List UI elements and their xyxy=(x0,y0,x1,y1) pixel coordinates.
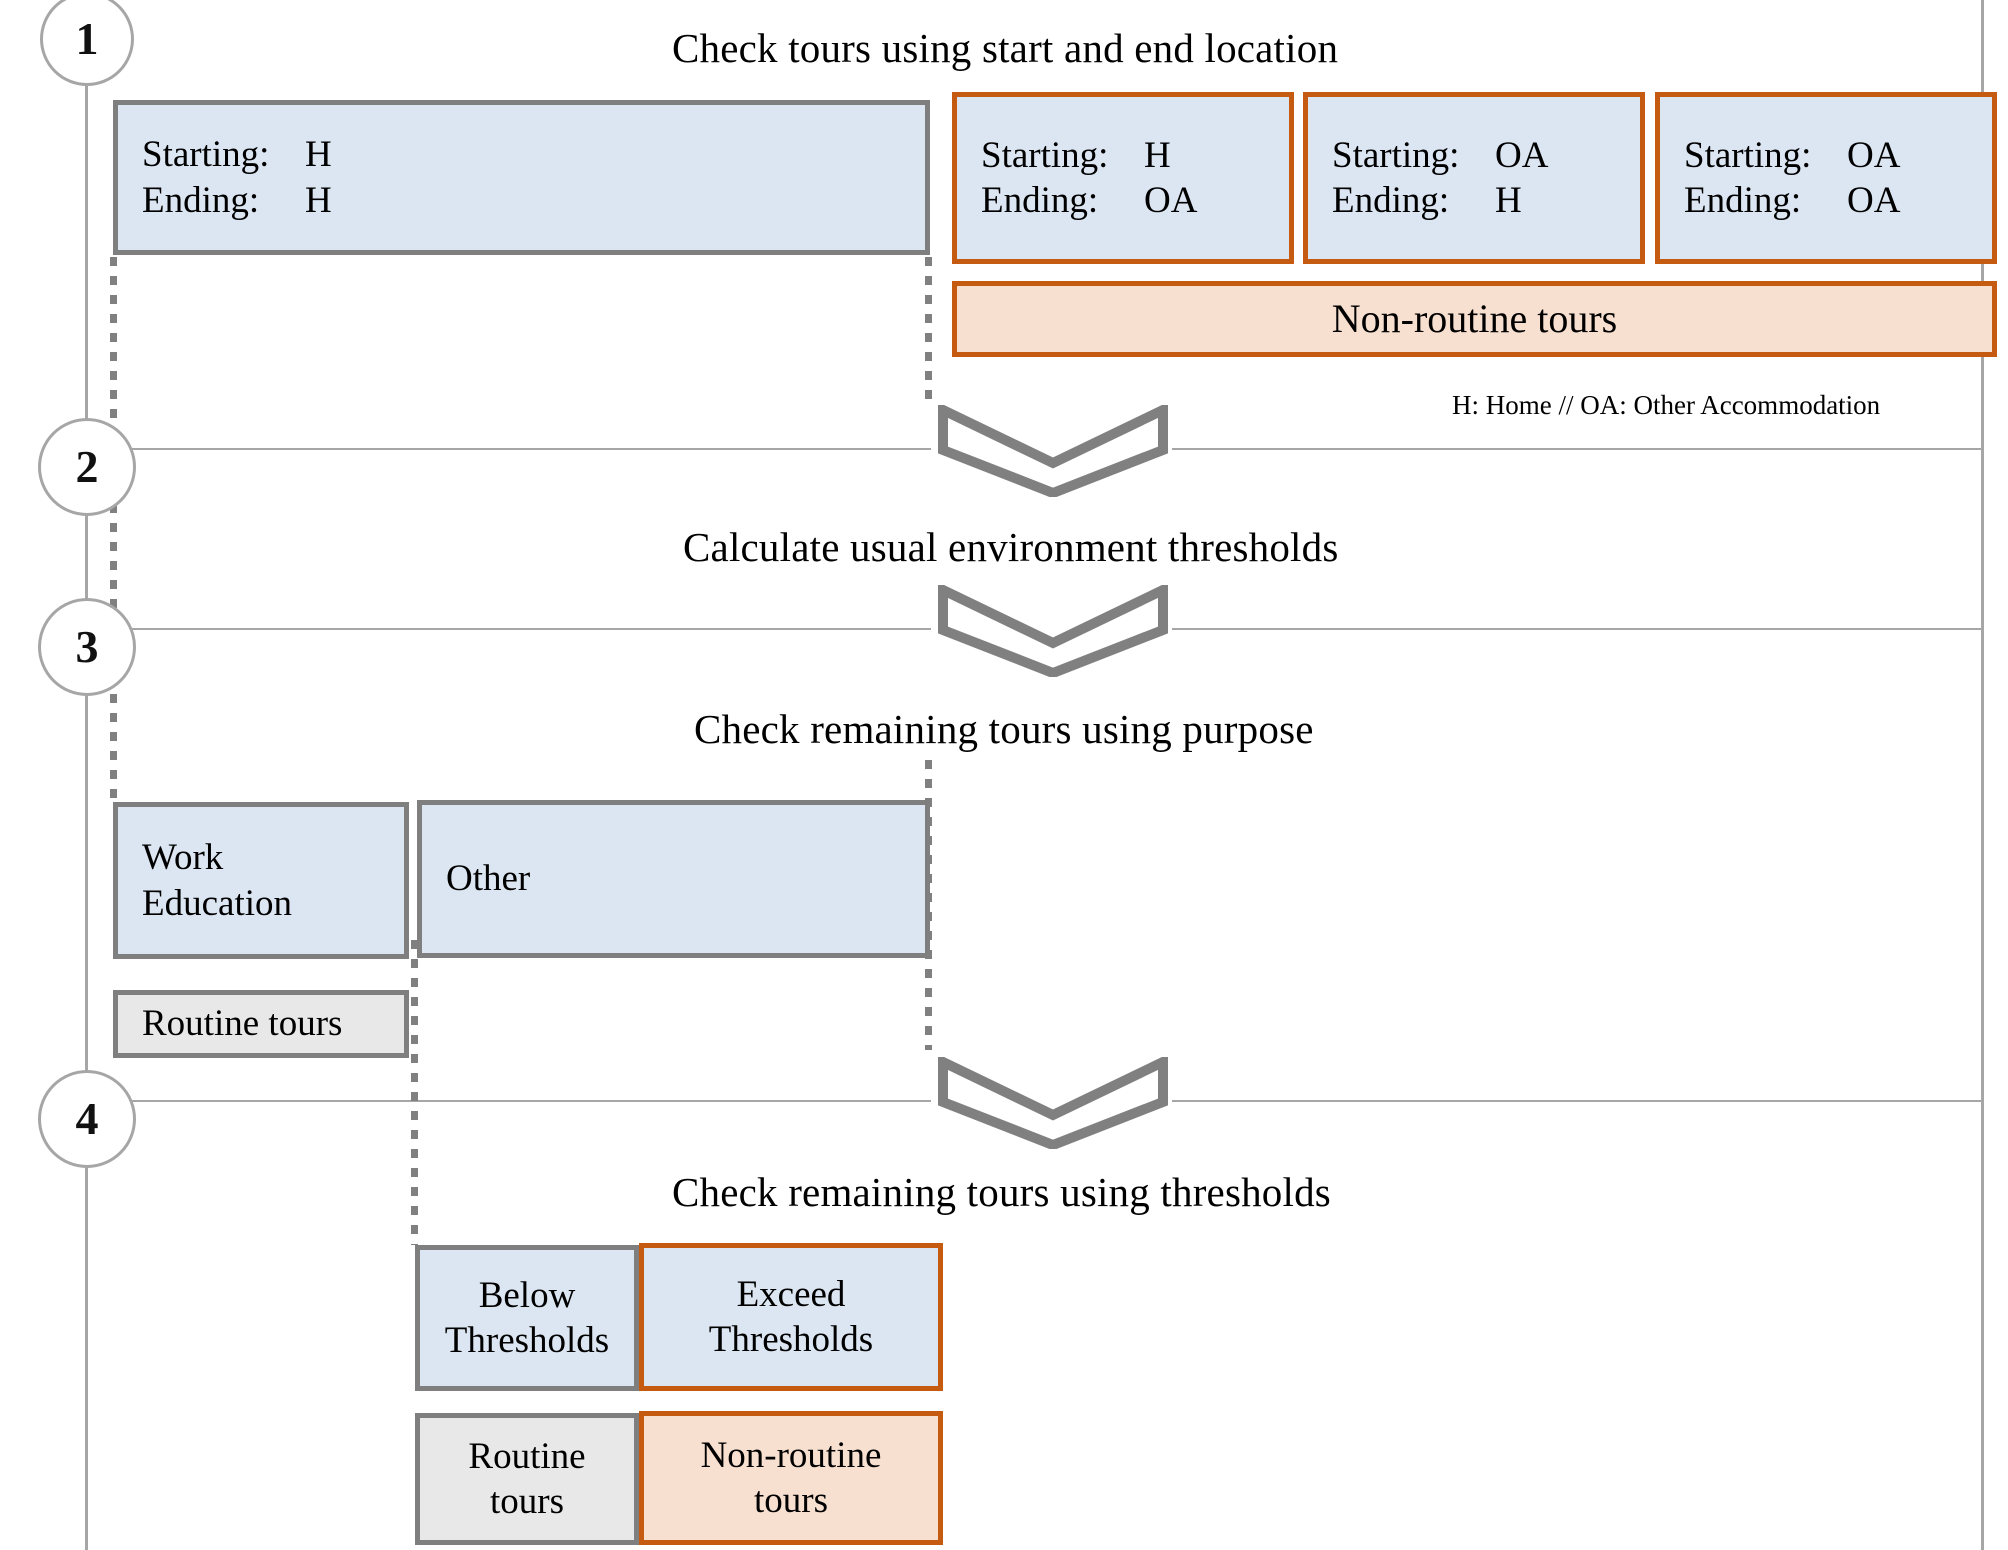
starting-label: Starting: xyxy=(1332,134,1460,176)
ending-label: Ending: xyxy=(981,180,1099,221)
dotted-connector-branch xyxy=(411,940,418,1245)
threshold-box-exceed[interactable]: Exceed Thresholds xyxy=(639,1243,943,1391)
threshold-line-2: Thresholds xyxy=(444,1320,610,1361)
outcome-line-1: Non-routine xyxy=(700,1434,882,1476)
purpose-box-work-education[interactable]: Work Education xyxy=(113,802,409,959)
phase-title-2: Calculate usual environment thresholds xyxy=(683,524,1339,570)
starting-row: Starting: OA xyxy=(1684,133,1900,178)
ending-row: Ending: H xyxy=(1332,178,1522,223)
starting-row: Starting: H xyxy=(981,133,1171,178)
phase-divider-3 xyxy=(131,1100,931,1102)
phase-divider-2 xyxy=(131,628,931,630)
starting-value: H xyxy=(305,134,332,176)
phase-title-3: Check remaining tours using purpose xyxy=(694,706,1314,752)
phase-divider-1-right xyxy=(1172,448,1982,450)
ending-value: OA xyxy=(1847,180,1901,221)
purpose-line-1: Work xyxy=(142,837,224,879)
step-marker-2[interactable]: 2 xyxy=(38,418,136,516)
starting-value: OA xyxy=(1495,134,1549,176)
step-number: 1 xyxy=(75,13,99,64)
step-number: 4 xyxy=(75,1093,99,1144)
threshold-line-2: Thresholds xyxy=(708,1319,874,1360)
dotted-connector-left xyxy=(110,257,117,805)
ending-label: Ending: xyxy=(1684,180,1802,221)
phase-title-4: Check remaining tours using thresholds xyxy=(672,1169,1331,1215)
phase-divider-2-right xyxy=(1172,628,1982,630)
ending-row: Ending: OA xyxy=(981,178,1197,223)
threshold-line-1: Exceed xyxy=(736,1273,846,1315)
outcome-routine-tours-step4[interactable]: Routine tours xyxy=(415,1413,639,1545)
ending-value: OA xyxy=(1144,180,1198,221)
starting-label: Starting: xyxy=(142,134,270,176)
ending-value: H xyxy=(305,179,332,221)
outcome-line-1: Routine xyxy=(468,1435,586,1477)
right-border-line xyxy=(1981,0,1984,1550)
purpose-line-1: Other xyxy=(446,858,531,900)
starting-row: Starting: OA xyxy=(1332,133,1548,178)
location-box-h-oa[interactable]: Starting: H Ending: OA xyxy=(952,92,1294,264)
starting-row: Starting: H xyxy=(142,132,332,177)
step-marker-3[interactable]: 3 xyxy=(38,598,136,696)
chevron-down-icon-2 xyxy=(938,585,1168,677)
outcome-line-2: tours xyxy=(754,1480,828,1521)
purpose-box-other[interactable]: Other xyxy=(417,800,930,958)
location-box-oa-h[interactable]: Starting: OA Ending: H xyxy=(1303,92,1645,264)
ending-value: H xyxy=(1495,180,1522,221)
purpose-line-2: Education xyxy=(142,882,293,924)
step-marker-4[interactable]: 4 xyxy=(38,1070,136,1168)
starting-value: H xyxy=(1144,134,1171,176)
outcome-non-routine-tours-step1[interactable]: Non-routine tours xyxy=(952,281,1997,357)
phase-title-1: Check tours using start and end location xyxy=(672,25,1339,71)
starting-value: OA xyxy=(1847,134,1901,176)
step-number: 3 xyxy=(75,621,99,672)
timeline-axis xyxy=(85,0,88,1550)
phase-divider-1 xyxy=(131,448,931,450)
ending-row: Ending: H xyxy=(142,178,332,223)
ending-label: Ending: xyxy=(142,179,260,221)
ending-label: Ending: xyxy=(1332,180,1450,221)
threshold-line-1: Below xyxy=(478,1274,576,1316)
outcome-line-2: tours xyxy=(490,1481,564,1522)
threshold-box-below[interactable]: Below Thresholds xyxy=(415,1245,639,1391)
outcome-non-routine-tours-step4[interactable]: Non-routine tours xyxy=(639,1411,943,1545)
starting-label: Starting: xyxy=(981,134,1109,176)
chevron-down-icon-1 xyxy=(938,405,1168,497)
step-marker-1[interactable]: 1 xyxy=(40,0,134,86)
location-box-h-h[interactable]: Starting: H Ending: H xyxy=(113,100,930,255)
legend-abbreviations: H: Home // OA: Other Accommodation xyxy=(1452,390,1881,420)
chevron-down-icon-3 xyxy=(938,1057,1168,1149)
location-box-oa-oa[interactable]: Starting: OA Ending: OA xyxy=(1655,92,1997,264)
phase-divider-3-right xyxy=(1172,1100,1982,1102)
starting-label: Starting: xyxy=(1684,134,1812,176)
outcome-routine-tours-step3[interactable]: Routine tours xyxy=(113,990,409,1058)
dotted-connector-mid xyxy=(925,257,932,407)
ending-row: Ending: OA xyxy=(1684,178,1900,223)
step-number: 2 xyxy=(75,441,99,492)
